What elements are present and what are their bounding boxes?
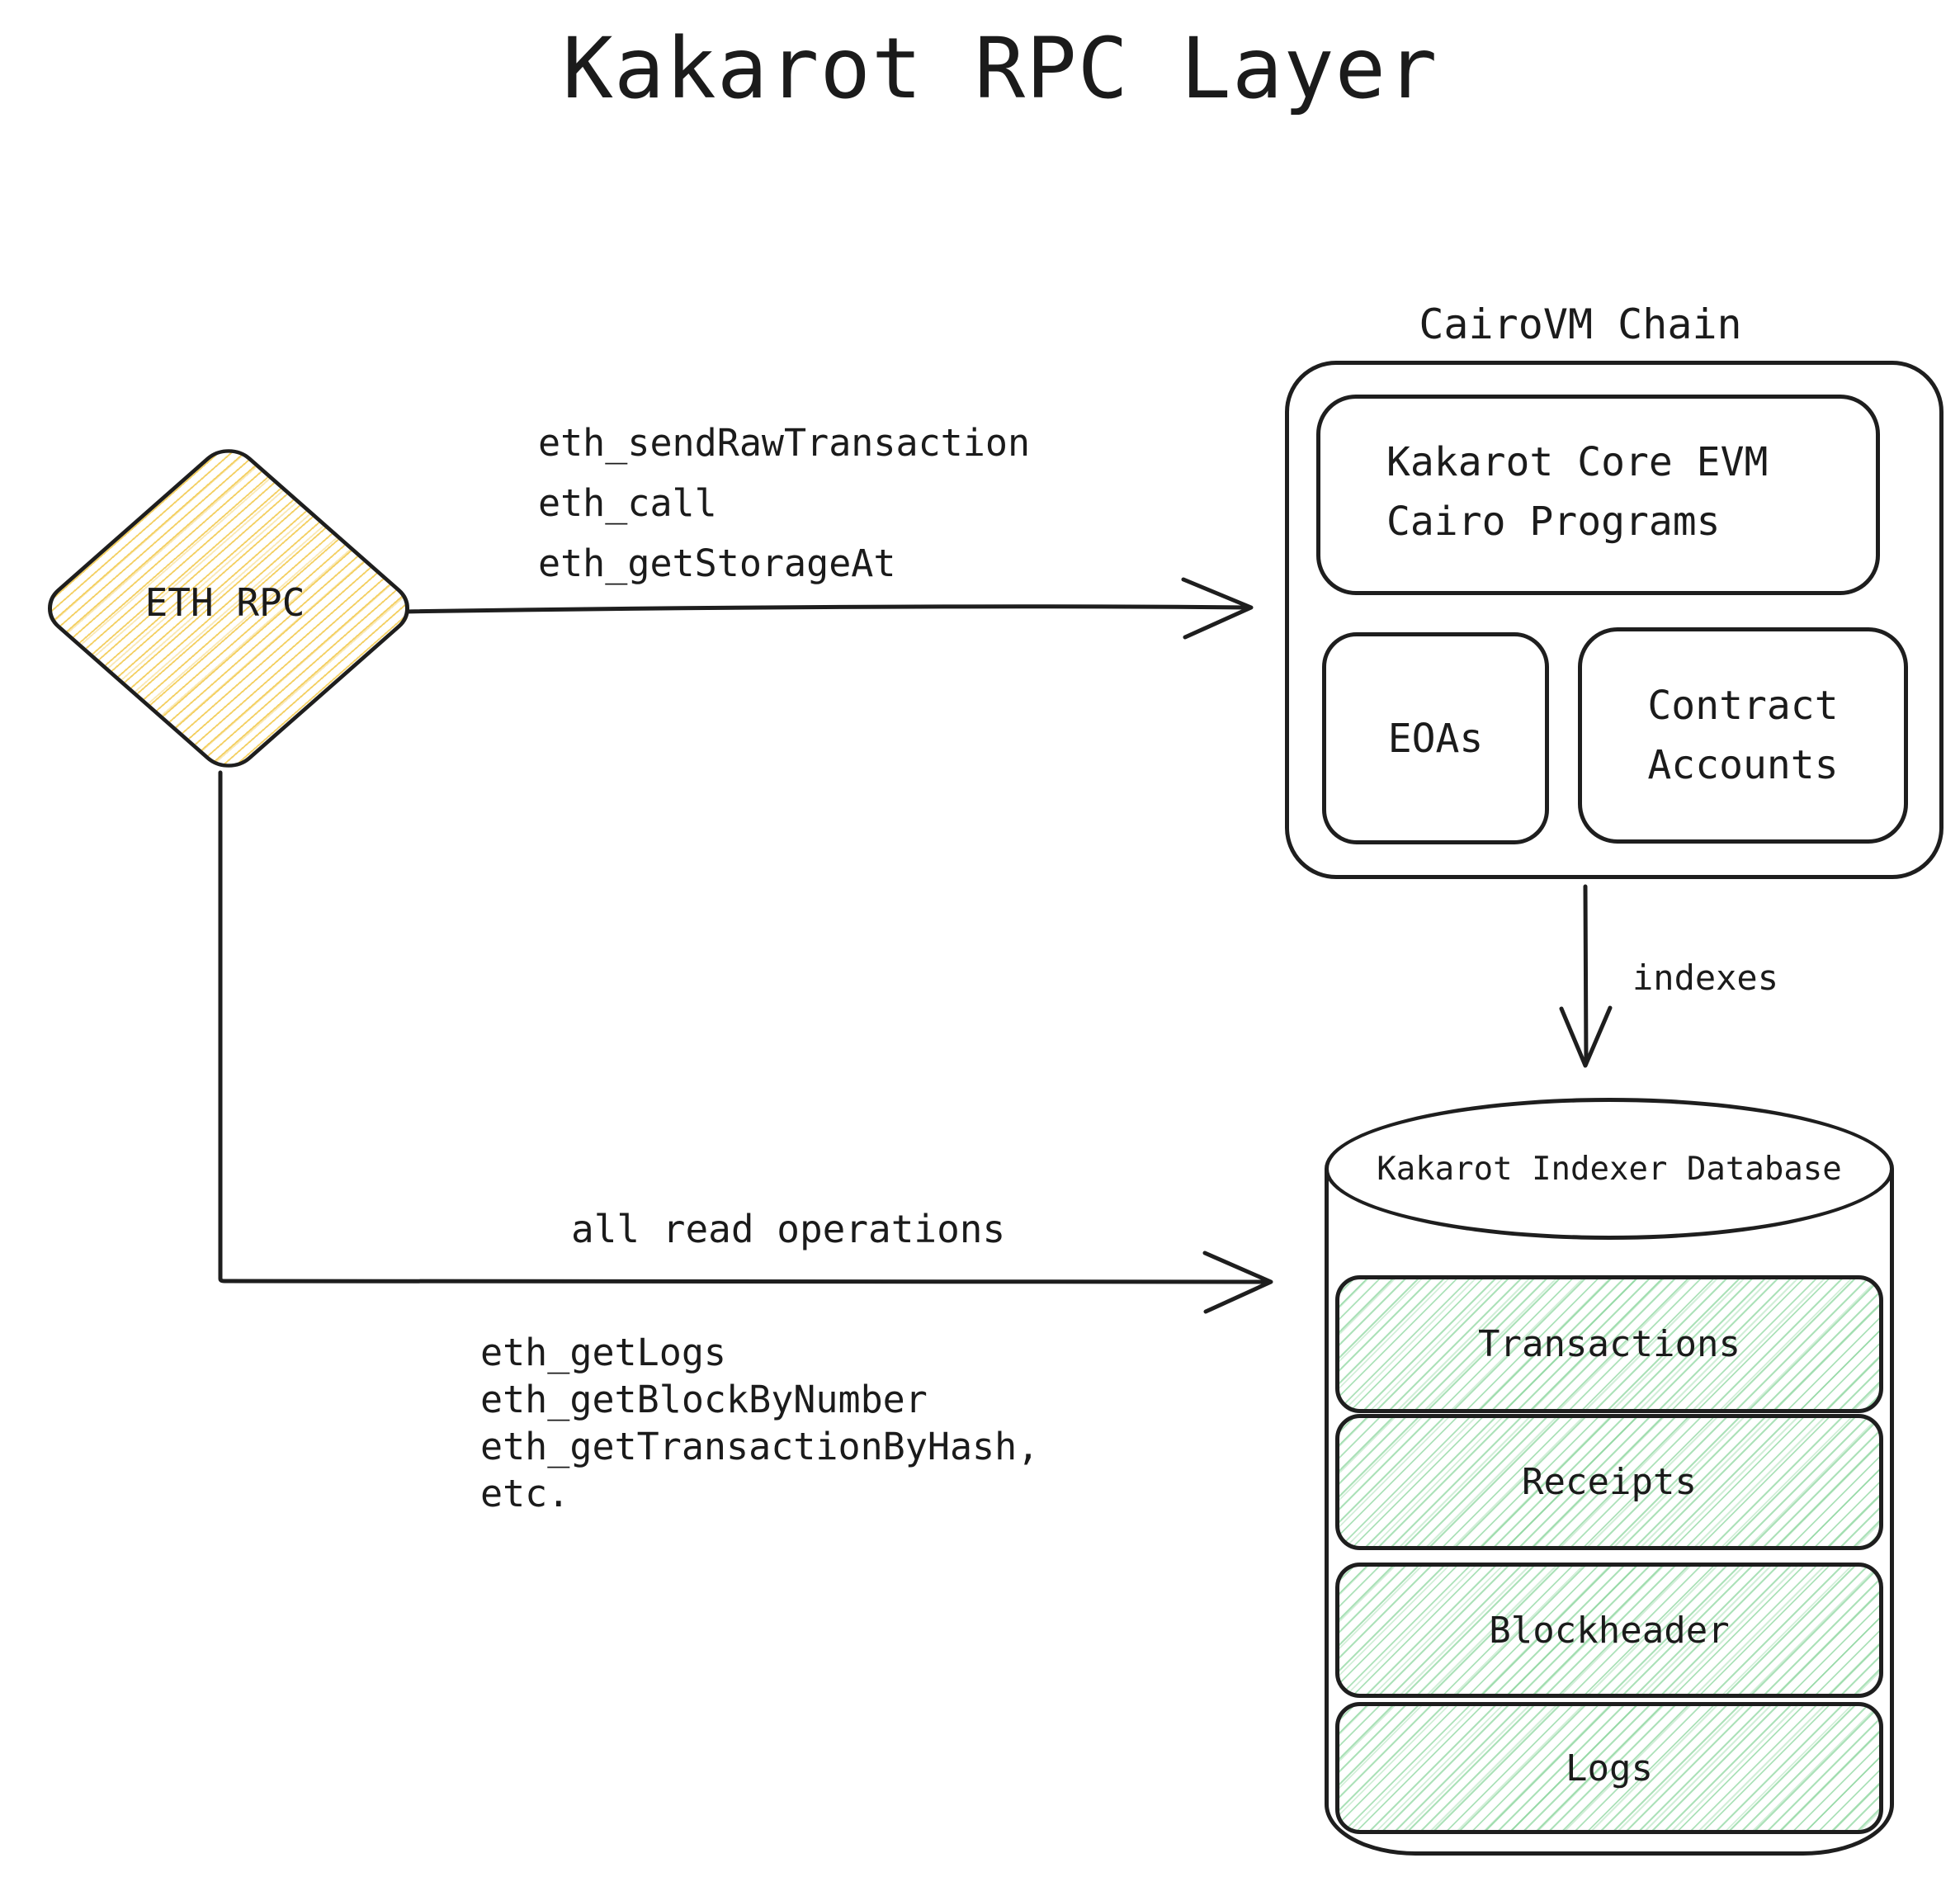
indexes-arrow-head[interactable] xyxy=(1559,1005,1613,1068)
indexes-arrow-line[interactable] xyxy=(1583,884,1589,1066)
read-arrow-head[interactable] xyxy=(1202,1251,1273,1314)
eoas-label: EOAs xyxy=(1387,715,1484,762)
write-arrow[interactable] xyxy=(397,577,1254,640)
db-table-label: Logs xyxy=(1566,1747,1653,1790)
indexer-database-node[interactable]: Kakarot Indexer Database Transactions Re… xyxy=(1325,1098,1894,1856)
write-arrow-head[interactable] xyxy=(1181,577,1254,640)
diagram-title: Kakarot RPC Layer xyxy=(562,20,1438,118)
database-title: Kakarot Indexer Database xyxy=(1377,1150,1842,1188)
kakarot-core-label: Kakarot Core EVM Cairo Programs xyxy=(1386,433,1768,551)
read-method-2: eth_getBlockByNumber xyxy=(480,1378,928,1421)
read-operations-label: all read operations xyxy=(571,1207,1006,1251)
read-method-4: etc. xyxy=(480,1472,570,1515)
contract-line1: Contract xyxy=(1647,683,1839,729)
db-table-logs[interactable]: Logs xyxy=(1335,1702,1883,1834)
contract-accounts-box[interactable]: Contract Accounts xyxy=(1578,627,1908,844)
cairovm-chain-title: CairoVM Chain xyxy=(1419,300,1742,348)
contract-accounts-label: Contract Accounts xyxy=(1647,676,1838,795)
contract-line2: Accounts xyxy=(1647,742,1839,788)
indexes-arrow[interactable] xyxy=(1559,884,1613,1068)
eth-rpc-label: ETH RPC xyxy=(144,580,305,625)
kakarot-core-line1: Kakarot Core EVM xyxy=(1386,439,1769,485)
write-method-1: eth_sendRawTransaction xyxy=(538,421,1031,465)
db-table-transactions[interactable]: Transactions xyxy=(1335,1275,1883,1413)
read-arrow-line[interactable] xyxy=(218,770,1270,1284)
db-table-label: Receipts xyxy=(1522,1461,1697,1503)
read-method-1: eth_getLogs xyxy=(480,1331,727,1374)
database-cylinder-top[interactable] xyxy=(1325,1098,1894,1240)
read-arrow-labels: eth_getLogs eth_getBlockByNumber eth_get… xyxy=(480,1329,1039,1517)
db-table-blockheader[interactable]: Blockheader xyxy=(1335,1563,1883,1698)
write-arrow-line[interactable] xyxy=(397,604,1250,614)
db-table-receipts[interactable]: Receipts xyxy=(1335,1414,1883,1550)
write-arrow-labels: eth_sendRawTransaction eth_call eth_getS… xyxy=(538,413,1030,593)
kakarot-core-box[interactable] xyxy=(1316,395,1880,595)
write-method-2: eth_call xyxy=(538,481,717,525)
db-table-label: Blockheader xyxy=(1489,1609,1730,1652)
read-method-3: eth_getTransactionByHash, xyxy=(480,1425,1040,1468)
kakarot-core-line2: Cairo Programs xyxy=(1386,499,1721,545)
write-method-3: eth_getStorageAt xyxy=(538,541,896,585)
read-arrow[interactable] xyxy=(218,770,1273,1314)
indexes-label: indexes xyxy=(1632,957,1779,998)
eoas-box[interactable]: EOAs xyxy=(1322,632,1549,844)
db-table-label: Transactions xyxy=(1478,1323,1740,1365)
